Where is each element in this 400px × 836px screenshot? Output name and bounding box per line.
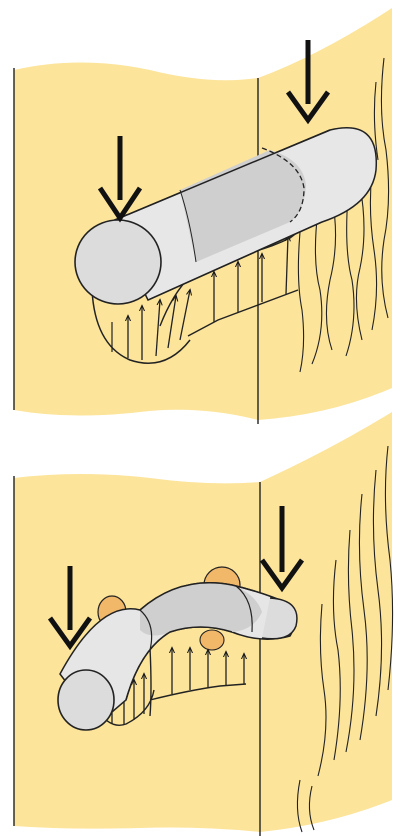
bottom-rod-end-cap	[58, 670, 114, 730]
bottom-panel	[14, 412, 393, 836]
top-rod-end-cap	[75, 220, 161, 304]
top-panel	[14, 8, 392, 424]
